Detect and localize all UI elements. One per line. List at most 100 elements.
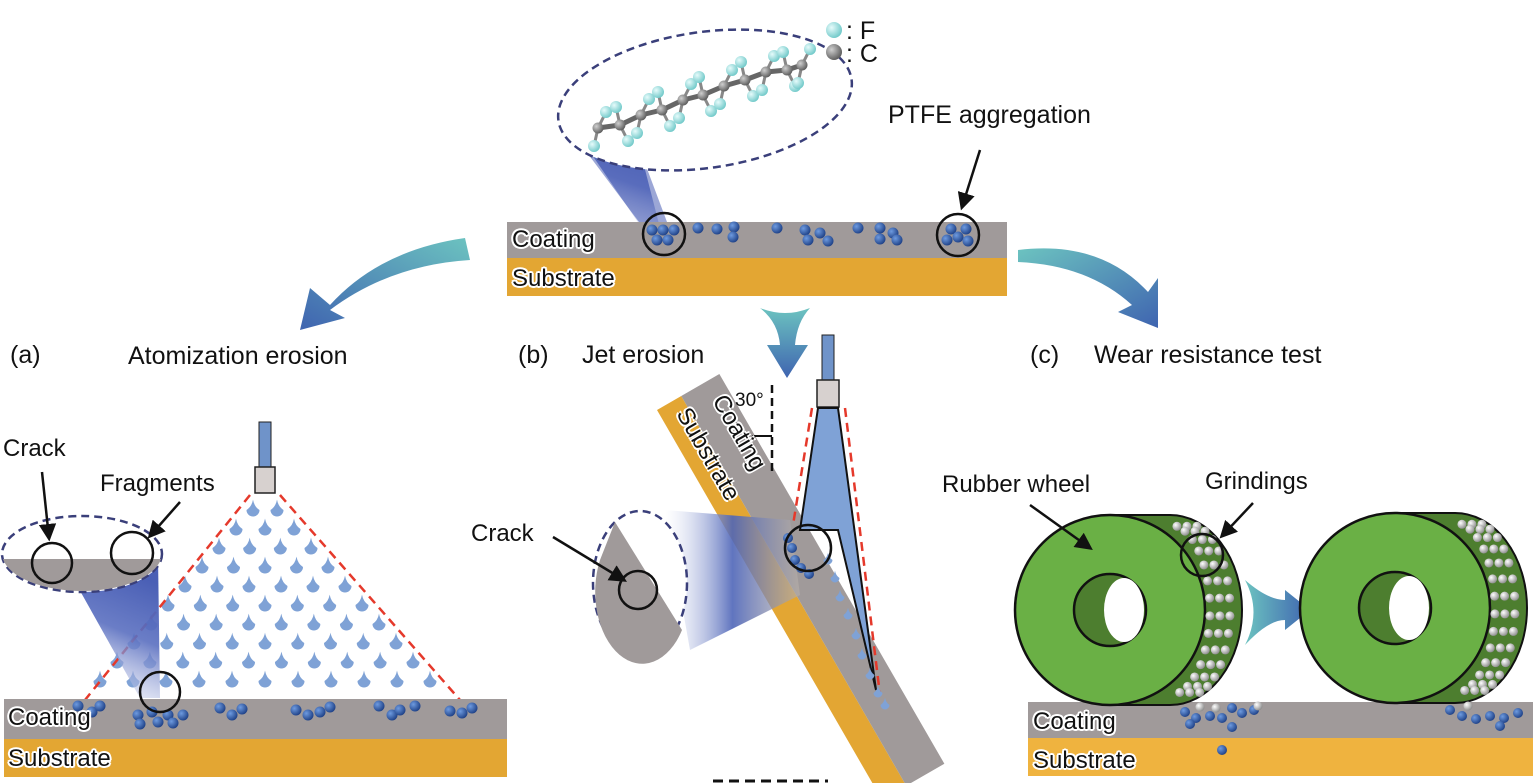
water-droplet [865, 667, 875, 680]
nozzle-head-b [816, 379, 840, 408]
water-droplet [843, 607, 853, 620]
c-substrate-label: Substrate [1033, 747, 1136, 774]
water-droplet [340, 651, 354, 669]
grinding-particle [1200, 672, 1210, 682]
carbon-legend-label: : C [846, 40, 878, 68]
grinding-particle [1485, 670, 1495, 680]
ptfe-particle [822, 235, 834, 247]
grinding-particle [1472, 533, 1482, 543]
top-coating-layer [507, 222, 1007, 258]
water-droplet [373, 651, 387, 669]
grinding-particle [1205, 593, 1215, 603]
carbon-atom [760, 66, 772, 78]
ptfe-particle [651, 234, 663, 246]
grinding-particle [1216, 660, 1226, 670]
fluorine-atom [588, 140, 600, 152]
water-droplet [356, 632, 370, 650]
c-ptfe-particles [1180, 701, 1523, 755]
water-droplet [389, 632, 403, 650]
fluorine-atom [792, 77, 804, 89]
crack-circle-b [617, 569, 659, 611]
water-droplet [193, 594, 207, 612]
grinding-particle [1491, 658, 1501, 668]
water-droplet [390, 670, 404, 688]
ptfe-particle [1485, 711, 1495, 721]
fragments-label-a: Fragments [100, 470, 215, 497]
carbon-atom [614, 119, 626, 131]
crack-label-a: Crack [3, 435, 66, 462]
panel-b-letter: (b) [518, 341, 549, 369]
grinding-particle [1215, 611, 1225, 621]
ptfe-particle [1513, 708, 1523, 718]
water-droplet [307, 651, 321, 669]
grinding-particle [1505, 643, 1515, 653]
grindings-arrow [1219, 502, 1254, 539]
fluorine-atom [747, 90, 759, 102]
carbon-atom [635, 109, 647, 121]
grinding-particle [1225, 611, 1235, 621]
grinding-particle [1213, 628, 1223, 638]
grinding-particle [1480, 685, 1490, 695]
grinding-particle [1470, 685, 1480, 695]
water-droplet [176, 651, 190, 669]
fluorine-atom [705, 105, 717, 117]
a-substrate-label: Substrate [8, 745, 111, 772]
grinding-particle [1197, 535, 1207, 545]
grinding-particle [1498, 626, 1508, 636]
water-droplet [246, 499, 260, 517]
water-droplet [290, 556, 303, 574]
grinding-particle [1510, 609, 1520, 619]
water-droplet [357, 670, 371, 688]
top-ptfe-particles [646, 221, 974, 247]
ptfe-particle [134, 718, 146, 730]
water-droplet [274, 575, 288, 593]
grindings-label: Grindings [1205, 468, 1308, 495]
fluorine-atom [622, 135, 634, 147]
ptfe-particle [727, 231, 739, 243]
grinding-particle [1203, 681, 1213, 691]
ptfe-particle [409, 700, 421, 712]
a-coating-label: Coating [8, 704, 91, 731]
carbon-atom [739, 74, 751, 86]
water-droplet [273, 537, 287, 555]
water-droplet [290, 594, 304, 612]
grinding-particle [1205, 611, 1215, 621]
fragments-circle-a [109, 530, 155, 576]
rubber-wheel-label: Rubber wheel [942, 471, 1091, 498]
grinding-particle [1488, 626, 1498, 636]
ptfe-particle [668, 224, 680, 236]
zoom-circle-top [641, 211, 687, 257]
arrow-to-panel-c [1018, 248, 1158, 328]
grinding-particle [1482, 533, 1492, 543]
water-droplet [258, 556, 272, 574]
zoom-cone-top-fill [585, 150, 670, 230]
grinding-particle [1490, 591, 1500, 601]
ptfe-particle [1180, 707, 1190, 717]
crack-circle-a [30, 541, 74, 585]
grinding-particle [1204, 546, 1214, 556]
aggregation-arrow [957, 149, 982, 211]
grinding-particle [1209, 560, 1219, 570]
fluorine-atom [673, 112, 685, 124]
water-droplet [212, 537, 226, 555]
grinding-particle [1481, 658, 1491, 668]
ptfe-particle [94, 700, 106, 712]
grinding-particle [1460, 685, 1470, 695]
panel-c-letter: (c) [1030, 341, 1060, 369]
ptfe-particle [692, 222, 704, 234]
ptfe-particle [214, 702, 226, 714]
fluorine-legend-label: : F [846, 17, 876, 45]
carbon-atom [718, 80, 730, 92]
ptfe-particle [386, 709, 398, 721]
grinding-particle [1175, 687, 1185, 697]
water-droplet [324, 670, 338, 688]
grinding-particle [1463, 701, 1473, 711]
ptfe-particle [790, 555, 800, 565]
water-droplet [195, 556, 209, 574]
ptfe-particle [1237, 708, 1247, 718]
water-droplet [339, 613, 353, 631]
ptfe-aggregation-label: PTFE aggregation [888, 101, 1091, 129]
ptfe-molecule [588, 43, 816, 152]
grinding-particle [1199, 560, 1209, 570]
